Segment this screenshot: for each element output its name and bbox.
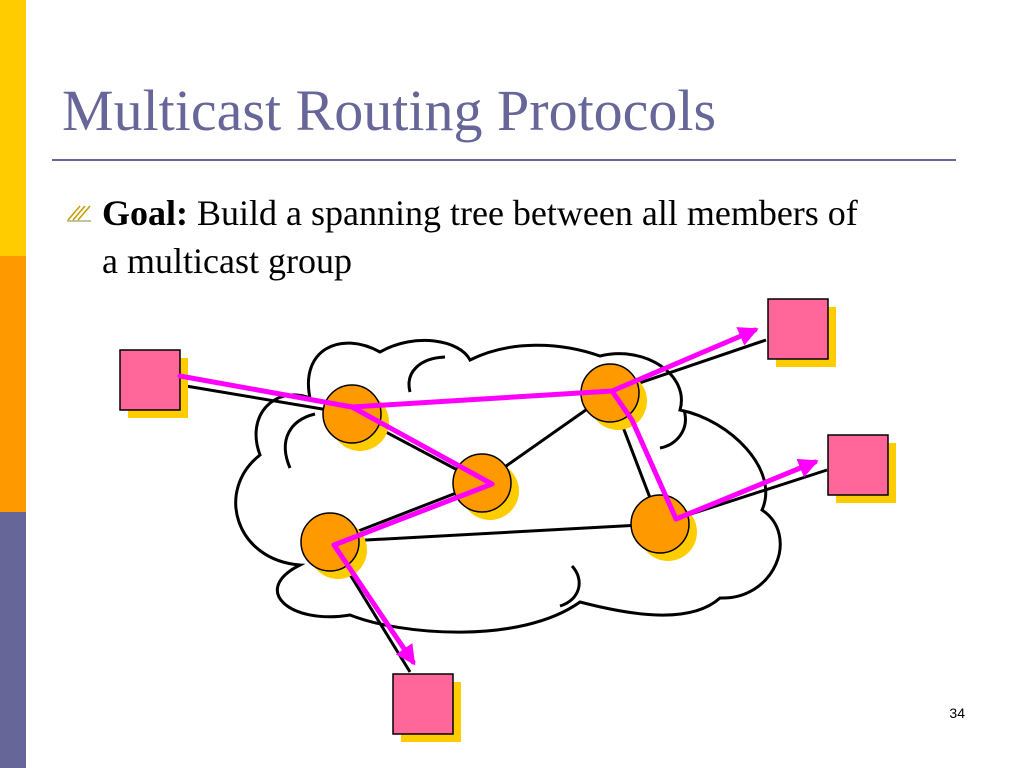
- host-bottom: [392, 673, 461, 742]
- host-right: [827, 434, 896, 503]
- tree-arrow-host-right: [673, 458, 819, 522]
- title-divider: [52, 159, 956, 161]
- slide-number: 34: [949, 705, 965, 721]
- tree-arrow-host-top-right: [609, 327, 759, 394]
- left-band-purple: [0, 512, 26, 768]
- left-band-yellow: [0, 0, 26, 256]
- tree-path-b-e: [609, 388, 679, 522]
- spanning-tree: [177, 327, 819, 666]
- goal-text: Build a spanning tree between all member…: [102, 193, 858, 281]
- slide-title: Multicast Routing Protocols: [62, 78, 717, 143]
- tree-path-c-d: [331, 481, 495, 548]
- left-band-orange: [0, 256, 26, 512]
- bullet-goal: Goal: Build a spanning tree between all …: [102, 189, 862, 285]
- tree-arrow-host-bottom: [331, 542, 416, 666]
- link-router-d-router-e: [329, 522, 661, 544]
- tree-path-a-c: [349, 404, 495, 487]
- host-top-right: [767, 298, 836, 367]
- goal-label: Goal:: [102, 193, 188, 233]
- host-left: [119, 349, 188, 418]
- pencil-bullet-icon: [67, 205, 91, 222]
